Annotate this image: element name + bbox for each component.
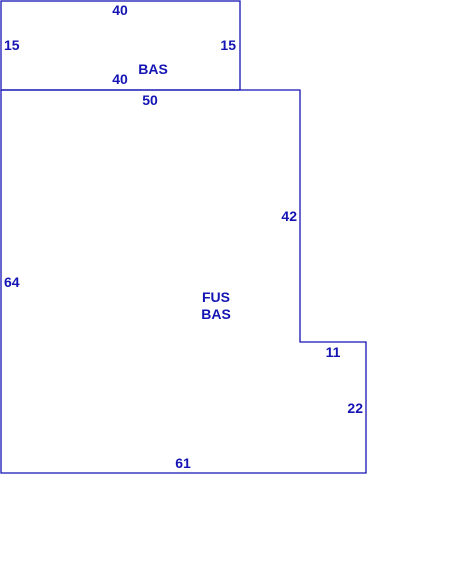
top-section-dim-top: 40 xyxy=(112,2,128,18)
top-section-area-label: BAS xyxy=(138,61,168,77)
main-section-area-label-line2: BAS xyxy=(201,306,231,322)
main-section-dim-lower-right: 22 xyxy=(347,400,363,416)
main-section-outline xyxy=(0,89,367,474)
main-section-dim-upper-right: 42 xyxy=(281,208,297,224)
main-section-dim-top: 50 xyxy=(142,92,158,108)
top-section-dim-right: 15 xyxy=(220,37,236,53)
main-section-dim-step: 11 xyxy=(326,344,341,360)
main-section-area-label-line1: FUS xyxy=(202,289,230,305)
top-section-dim-left: 15 xyxy=(4,37,20,53)
main-section-dim-left: 64 xyxy=(4,274,20,290)
top-section-dim-bottom: 40 xyxy=(112,71,128,87)
main-section-dim-bottom: 61 xyxy=(175,455,191,471)
